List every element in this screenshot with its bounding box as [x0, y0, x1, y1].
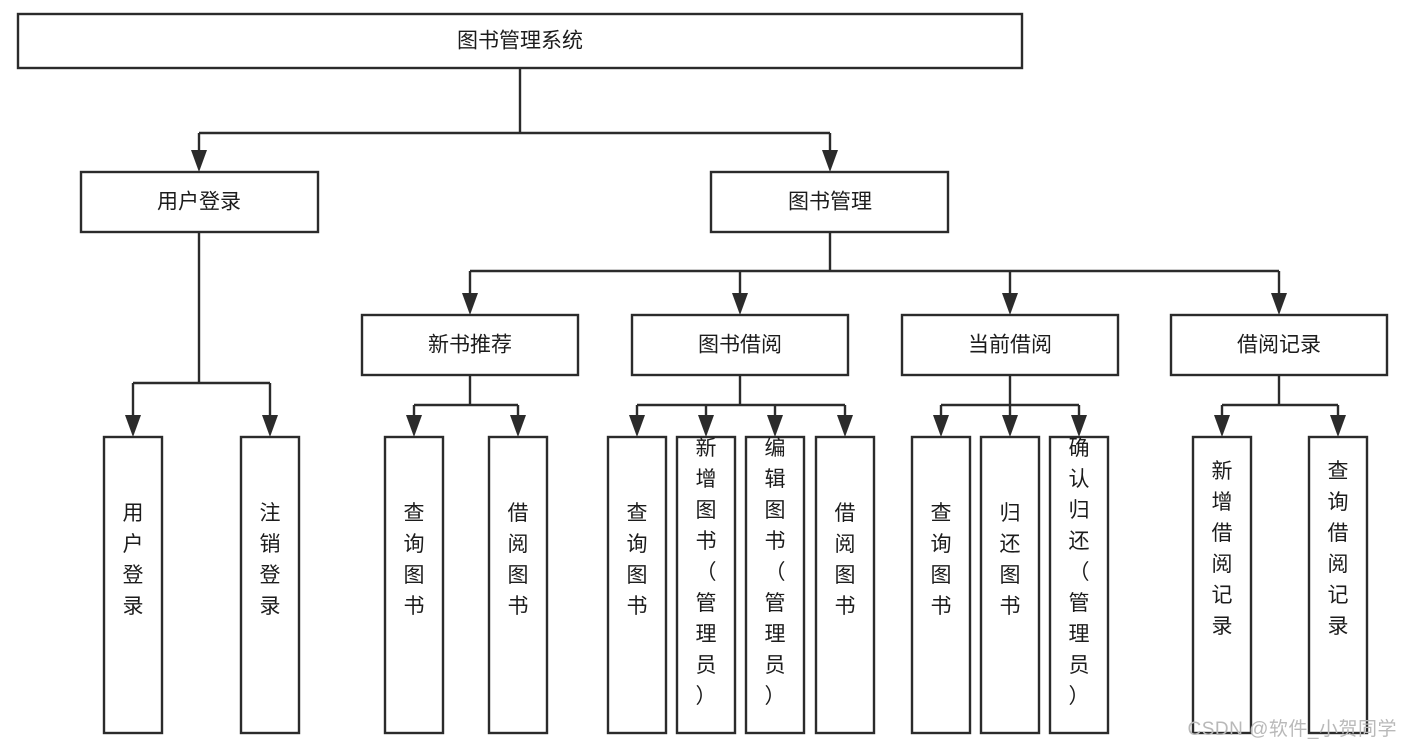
node-bookmgmt[interactable]: 图书管理 — [709, 170, 950, 234]
node-leaf6[interactable]: 新增图书（管理员） — [675, 435, 737, 735]
node-leaf10[interactable]: 归还图书 — [979, 435, 1041, 735]
connector-layer — [125, 68, 1346, 437]
node-leaf5[interactable]: 查询图书 — [606, 435, 668, 735]
arrow-head-leaf13 — [1330, 415, 1346, 437]
node-current[interactable]: 当前借阅 — [900, 313, 1120, 377]
arrow-head-leaf1 — [125, 415, 141, 437]
node-leaf11[interactable]: 确认归还（管理员） — [1048, 435, 1110, 735]
arrow-head-leaf9 — [933, 415, 949, 437]
node-leaf9-label: 查询图书 — [931, 502, 952, 618]
node-leaf10-label: 归还图书 — [1000, 502, 1021, 618]
node-newbook[interactable]: 新书推荐 — [360, 313, 580, 377]
node-leaf7-box[interactable] — [744, 435, 806, 735]
node-login-label: 用户登录 — [157, 191, 241, 214]
arrow-head-current — [1002, 293, 1018, 315]
node-bookmgmt-box[interactable] — [709, 170, 950, 234]
arrow-head-leaf4 — [510, 415, 526, 437]
node-borrow-box[interactable] — [630, 313, 850, 377]
node-leaf1-label: 用户登录 — [123, 502, 144, 618]
arrow-head-leaf11 — [1071, 415, 1087, 437]
node-record-label: 借阅记录 — [1237, 334, 1321, 357]
node-leaf7[interactable]: 编辑图书（管理员） — [744, 435, 806, 735]
node-leaf5-box[interactable] — [606, 435, 668, 735]
node-leaf2-box[interactable] — [239, 435, 301, 735]
node-leaf1[interactable]: 用户登录 — [102, 435, 164, 735]
node-leaf12[interactable]: 新增借阅记录 — [1191, 435, 1253, 735]
node-leaf9-box[interactable] — [910, 435, 972, 735]
node-leaf13[interactable]: 查询借阅记录 — [1307, 435, 1369, 735]
node-leaf12-label: 新增借阅记录 — [1212, 460, 1233, 638]
node-leaf8[interactable]: 借阅图书 — [814, 435, 876, 735]
arrow-head-leaf10 — [1002, 415, 1018, 437]
node-leaf3[interactable]: 查询图书 — [383, 435, 445, 735]
arrow-head-leaf12 — [1214, 415, 1230, 437]
node-leaf2[interactable]: 注销登录 — [239, 435, 301, 735]
node-leaf7-label: 编辑图书（管理员） — [765, 437, 786, 708]
node-leaf11-box[interactable] — [1048, 435, 1110, 735]
arrow-head-leaf7 — [767, 415, 783, 437]
arrow-head-bookmgmt — [822, 150, 838, 172]
node-root-label: 图书管理系统 — [457, 30, 583, 53]
arrow-head-record — [1271, 293, 1287, 315]
arrow-head-leaf8 — [837, 415, 853, 437]
node-leaf6-box[interactable] — [675, 435, 737, 735]
node-leaf3-label: 查询图书 — [404, 502, 425, 618]
node-newbook-label: 新书推荐 — [428, 334, 512, 357]
node-leaf8-box[interactable] — [814, 435, 876, 735]
node-leaf13-box[interactable] — [1307, 435, 1369, 735]
node-login[interactable]: 用户登录 — [79, 170, 320, 234]
node-current-box[interactable] — [900, 313, 1120, 377]
node-current-label: 当前借阅 — [968, 334, 1052, 357]
arrow-head-borrow — [732, 293, 748, 315]
node-record[interactable]: 借阅记录 — [1169, 313, 1389, 377]
node-login-box[interactable] — [79, 170, 320, 234]
node-root[interactable]: 图书管理系统 — [16, 12, 1024, 70]
node-root-box[interactable] — [16, 12, 1024, 70]
node-leaf13-label: 查询借阅记录 — [1328, 460, 1349, 638]
node-leaf6-label: 新增图书（管理员） — [696, 437, 717, 708]
node-leaf4[interactable]: 借阅图书 — [487, 435, 549, 735]
node-leaf10-box[interactable] — [979, 435, 1041, 735]
node-leaf2-label: 注销登录 — [260, 502, 281, 618]
node-leaf4-label: 借阅图书 — [508, 502, 529, 618]
arrow-head-leaf6 — [698, 415, 714, 437]
arrow-head-leaf2 — [262, 415, 278, 437]
node-bookmgmt-label: 图书管理 — [788, 191, 872, 214]
node-leaf5-label: 查询图书 — [627, 502, 648, 618]
node-record-box[interactable] — [1169, 313, 1389, 377]
node-leaf3-box[interactable] — [383, 435, 445, 735]
node-borrow[interactable]: 图书借阅 — [630, 313, 850, 377]
node-leaf1-box[interactable] — [102, 435, 164, 735]
node-borrow-label: 图书借阅 — [698, 334, 782, 357]
arrow-head-leaf5 — [629, 415, 645, 437]
arrow-head-newbook — [462, 293, 478, 315]
arrow-head-login — [191, 150, 207, 172]
node-leaf8-label: 借阅图书 — [835, 502, 856, 618]
node-leaf11-label: 确认归还（管理员） — [1069, 437, 1090, 708]
arrow-head-leaf3 — [406, 415, 422, 437]
node-leaf4-box[interactable] — [487, 435, 549, 735]
node-newbook-box[interactable] — [360, 313, 580, 377]
node-leaf12-box[interactable] — [1191, 435, 1253, 735]
node-leaf9[interactable]: 查询图书 — [910, 435, 972, 735]
